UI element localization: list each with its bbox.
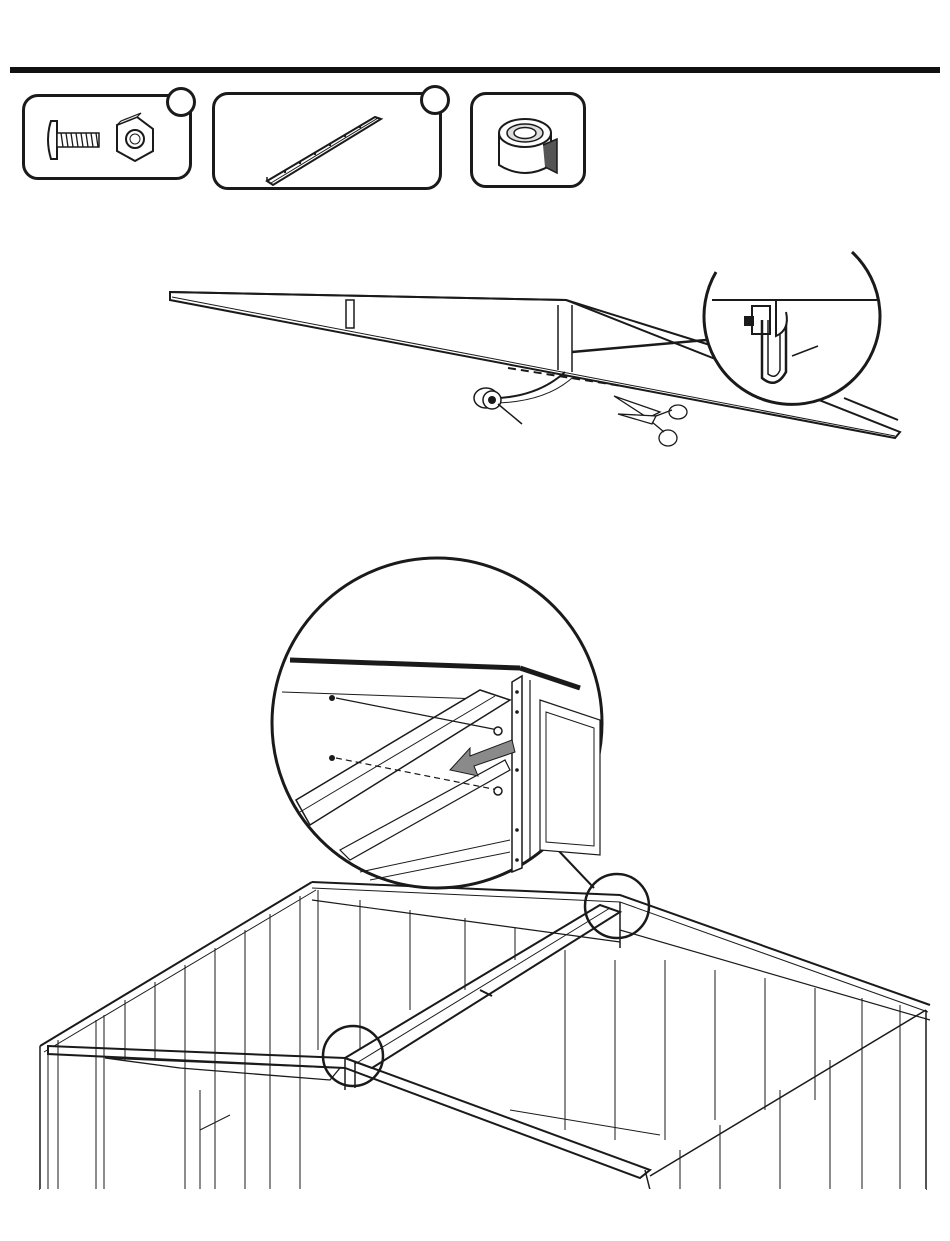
- scissors-icon: [614, 396, 687, 446]
- part-box-roof-beam: [212, 92, 442, 190]
- tape-roll-icon: [474, 388, 501, 409]
- roof-beam-icon: [215, 95, 445, 193]
- magnifier-detail-icon: [272, 558, 602, 888]
- callout-bubble-bolt-nut: [166, 87, 196, 117]
- callout-bubble-roof-beam: [420, 85, 450, 115]
- tape-roll-icon: [473, 95, 589, 191]
- header-rule: [10, 67, 940, 73]
- part-box-tape: [470, 92, 586, 188]
- arrow-icon: [450, 740, 515, 776]
- shed-frame-icon: [40, 882, 930, 1190]
- magnifier-detail-icon: [572, 252, 898, 420]
